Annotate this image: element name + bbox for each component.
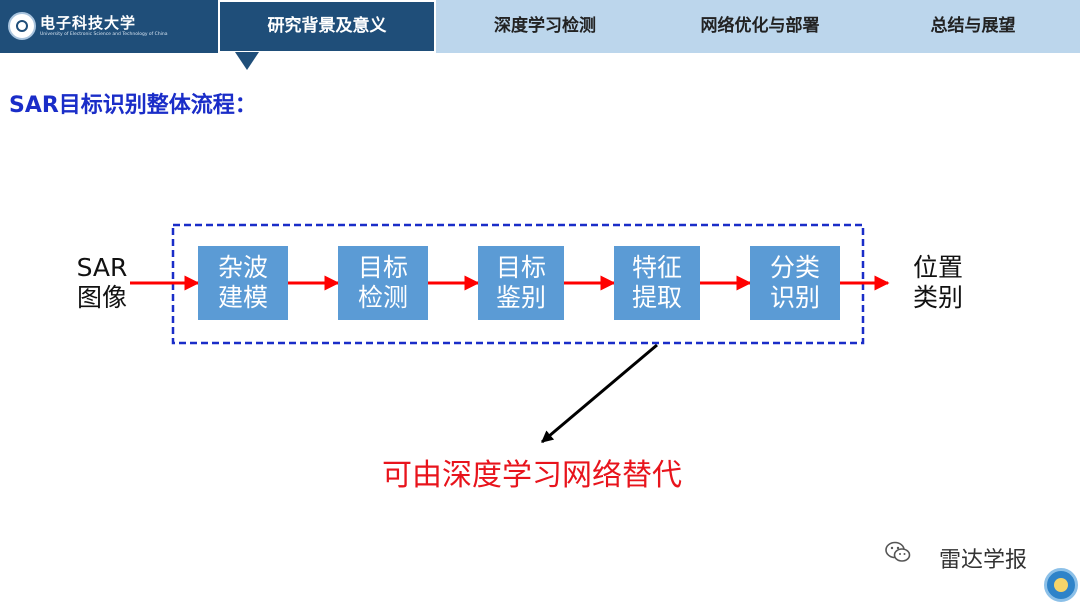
journal-seal-icon [1044,568,1078,602]
step-line2: 识别 [769,283,820,312]
step-feature-extraction: 特征 提取 [614,246,700,320]
step-line1: 目标 [495,253,546,282]
tab-research-background[interactable]: 研究背景及意义 [218,0,436,53]
input-label-line1: SAR [76,253,128,282]
step-line2: 鉴别 [495,283,546,312]
university-name: 电子科技大学 [40,14,137,32]
input-label-line2: 图像 [76,283,127,312]
step-classification-recognition: 分类 识别 [750,246,840,320]
tab-summary-outlook[interactable]: 总结与展望 [930,16,1016,36]
section-title: SAR目标识别整体流程： [9,93,257,118]
tab-deep-learning-detection[interactable]: 深度学习检测 [494,16,596,36]
university-subtitle: University of Electronic Science and Tec… [40,32,168,37]
step-line1: 目标 [357,253,408,282]
step-line1: 分类 [769,253,820,282]
step-target-detection: 目标 检测 [338,246,428,320]
step-target-discrimination: 目标 鉴别 [478,246,564,320]
output-label: 位置 类别 [906,253,970,313]
tab-network-optimization[interactable]: 网络优化与部署 [700,16,820,36]
output-label-line1: 位置 [912,253,963,282]
arrow-to-note [541,343,658,444]
footer-brand: 雷达学报 [939,548,1028,573]
step-line1: 特征 [631,253,682,282]
wechat-icon [885,541,911,562]
output-label-line2: 类别 [912,283,963,312]
step-line1: 杂波 [217,253,268,282]
step-line2: 提取 [631,283,682,312]
university-seal-icon [8,12,36,40]
step-clutter-modeling: 杂波 建模 [198,246,288,320]
deep-learning-note: 可由深度学习网络替代 [382,458,682,493]
step-line2: 检测 [357,283,408,312]
active-tab-pointer [235,52,259,70]
step-line2: 建模 [217,283,268,312]
university-logo: 电子科技大学 University of Electronic Science … [0,0,218,53]
input-label: SAR 图像 [73,253,131,313]
